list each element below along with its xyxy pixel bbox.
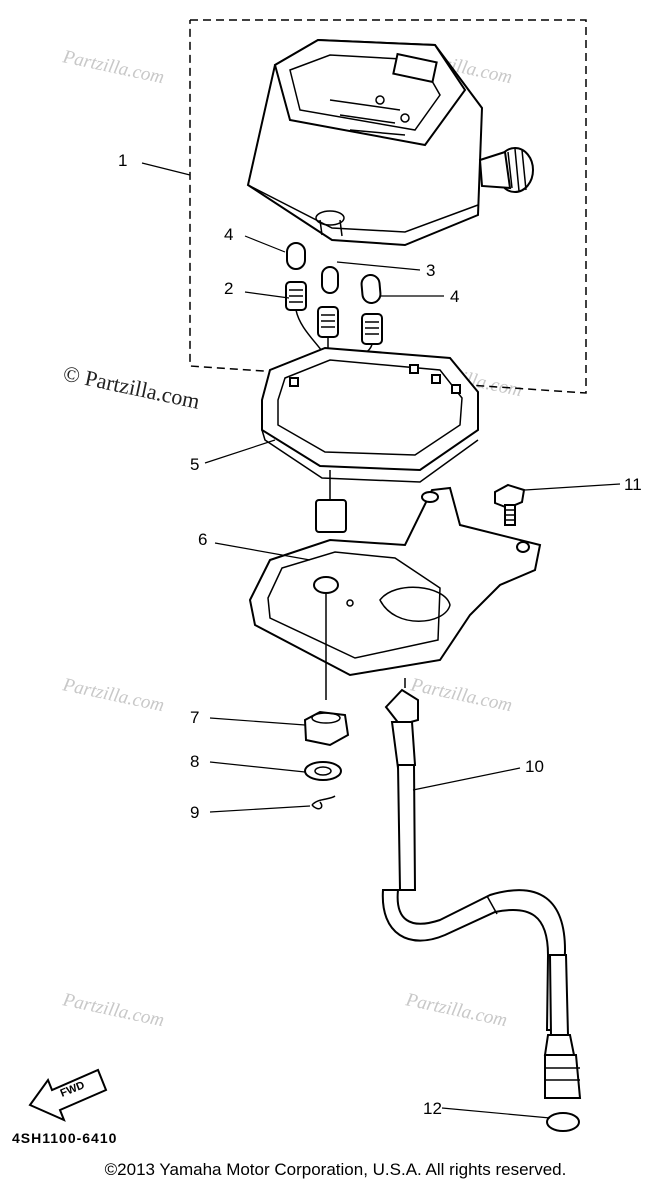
watermark-5: Partzilla.com (408, 674, 514, 716)
callout-12: 12 (423, 1099, 442, 1118)
watermark-1: Partzilla.com (60, 46, 166, 88)
callout-10: 10 (525, 757, 544, 776)
meter-assembly (246, 38, 534, 247)
watermark-6: Partzilla.com (60, 989, 166, 1031)
callout-3: 3 (426, 261, 435, 280)
bulb-lower-icon (360, 274, 382, 304)
callout-8: 8 (190, 752, 199, 771)
leader-lines (141, 162, 621, 1119)
small-parts (303, 710, 350, 810)
callout-11: 11 (624, 475, 642, 494)
callout-4-upper: 4 (224, 225, 233, 244)
copyright-footer: ©2013 Yamaha Motor Corporation, U.S.A. A… (104, 1160, 567, 1179)
callout-5: 5 (190, 455, 199, 474)
o-ring (546, 1112, 580, 1132)
meter-cable (381, 678, 582, 1099)
callout-1: 1 (118, 151, 127, 170)
assembly-box (189, 19, 587, 394)
meter-gasket (261, 346, 479, 533)
bolt (494, 483, 526, 526)
bulb-upper-icon (286, 242, 306, 270)
callout-9: 9 (190, 803, 199, 822)
watermark-4: Partzilla.com (60, 674, 166, 716)
drawing-code: 4SH1100-6410 (12, 1130, 117, 1146)
watermark-7: Partzilla.com (403, 989, 509, 1031)
watermark-main: © Partzilla.com (61, 360, 202, 413)
callout-4-lower: 4 (450, 287, 459, 306)
callout-6: 6 (198, 530, 207, 549)
callout-labels: 1 4 3 2 4 5 6 11 7 8 9 10 12 (118, 151, 642, 1118)
callout-7: 7 (190, 708, 199, 727)
bulb-socket-icon (321, 266, 339, 294)
callout-2: 2 (224, 279, 233, 298)
bulbs-group (286, 242, 382, 304)
meter-bracket (248, 486, 542, 700)
fwd-arrow-icon: FWD (28, 1068, 108, 1122)
